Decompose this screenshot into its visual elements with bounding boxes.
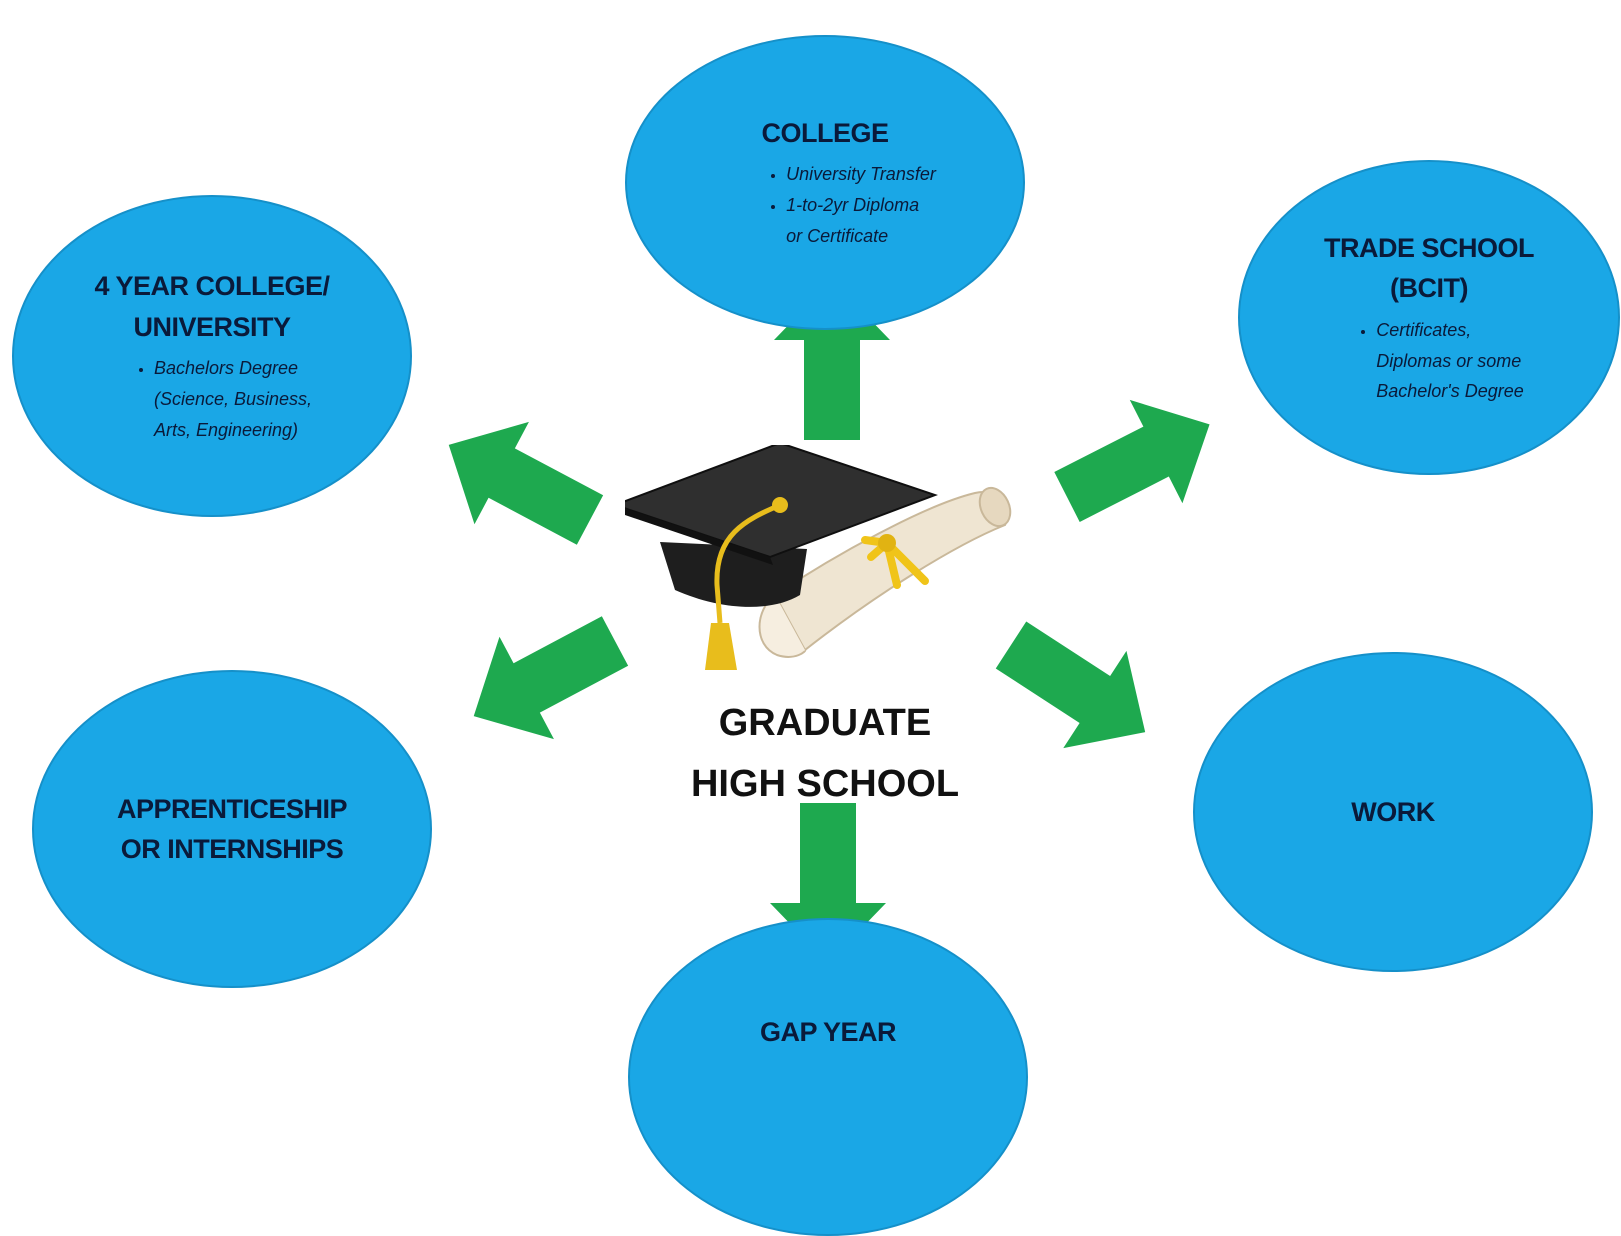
arrow-to-university [421, 393, 618, 572]
graduation-cap-icon [625, 445, 938, 670]
list-item: 1-to-2yr Diploma or Certificate [786, 190, 936, 252]
node-apprenticeship: APPRENTICESHIP OR INTERNSHIPS [32, 670, 432, 988]
node-trade-school: TRADE SCHOOL (BCIT) Certificates, Diplom… [1238, 160, 1620, 475]
node-title: GAP YEAR [759, 1016, 897, 1047]
node-title: TRADE SCHOOL (BCIT) [1324, 232, 1535, 304]
center-label: GRADUATE HIGH SCHOOL [690, 702, 960, 805]
list-item: Certificates, Diplomas or some Bachelor'… [1376, 315, 1524, 408]
node-work: WORK [1193, 652, 1593, 972]
node-gap-year: GAP YEAR [628, 918, 1028, 1236]
list-item: Bachelors Degree (Science, Business, Art… [154, 353, 312, 446]
node-title: COLLEGE [761, 117, 889, 148]
node-title: 4 YEAR COLLEGE/ UNIVERSITY [94, 271, 330, 342]
node-university: 4 YEAR COLLEGE/ UNIVERSITY Bachelors Deg… [12, 195, 412, 517]
diploma-scroll-icon [758, 486, 1012, 658]
node-title: APPRENTICESHIP OR INTERNSHIPS [116, 793, 348, 865]
node-college: COLLEGE University Transfer 1-to-2yr Dip… [625, 35, 1025, 330]
graduation-illustration [625, 445, 1012, 670]
node-title: WORK [1351, 796, 1435, 827]
node-bullets: Certificates, Diplomas or some Bachelor'… [1334, 315, 1524, 408]
list-item: University Transfer [786, 159, 936, 190]
node-bullets: University Transfer 1-to-2yr Diploma or … [744, 159, 936, 252]
node-bullets: Bachelors Degree (Science, Business, Art… [112, 353, 312, 446]
arrow-to-trade-school [1040, 372, 1236, 549]
